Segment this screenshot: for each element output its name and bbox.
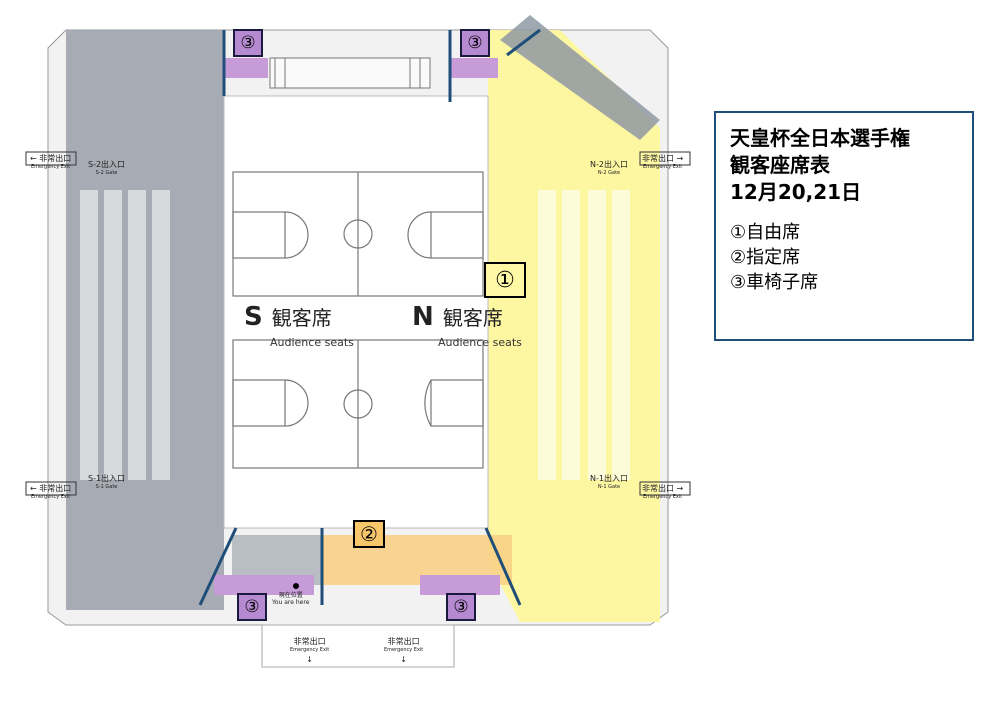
stairs [269, 57, 431, 89]
legend-title-line1: 天皇杯全日本選手権 [730, 126, 910, 150]
south-area-sub: Audience seats [270, 336, 354, 349]
wheelchair-area-n-bottom [420, 575, 500, 595]
south-letter: S [244, 302, 263, 332]
venue-map [25, 15, 691, 668]
north-area-label: N 観客席 [412, 302, 503, 332]
north-letter: N [412, 302, 434, 332]
south-seat-blocks [80, 190, 170, 480]
north-gray-corner [500, 15, 660, 140]
legend-box: 天皇杯全日本選手権 観客座席表 12月20,21日 ①自由席 ②指定席 ③車椅子… [714, 111, 974, 341]
badge-wheelchair-s-bottom: ③ [237, 593, 267, 621]
legend-title: 天皇杯全日本選手権 観客座席表 12月20,21日 [730, 125, 958, 206]
badge-reserved-seat: ② [353, 520, 385, 548]
legend-item-reserved: ②指定席 [730, 247, 801, 268]
court-bottom [232, 339, 484, 469]
north-seat-blocks [538, 190, 630, 480]
badge-free-seat: ① [484, 262, 526, 298]
wheelchair-area-s-bottom [214, 575, 314, 595]
badge-wheelchair-n-bottom: ③ [446, 593, 476, 621]
badge-wheelchair-s-top: ③ [233, 29, 263, 57]
south-label-text: 観客席 [271, 306, 332, 330]
legend-items: ①自由席 ②指定席 ③車椅子席 [730, 220, 958, 295]
emergency-exit-east-top: 非常出口 →Emergency Exit [642, 154, 684, 170]
north-area-sub: Audience seats [438, 336, 522, 349]
current-position-dot [293, 583, 299, 589]
exit-arrows [25, 151, 691, 496]
wheelchair-area-n-top [450, 58, 498, 78]
north-label-text: 観客席 [442, 306, 503, 330]
wheelchair-area-s-top [222, 58, 268, 78]
south-area-label: S 観客席 [244, 302, 332, 332]
bottom-corridor [261, 624, 455, 668]
badge-wheelchair-n-top: ③ [460, 29, 490, 57]
legend-title-line2: 観客座席表 [730, 153, 830, 177]
divider-lines [198, 28, 541, 606]
legend-item-wheelchair: ③車椅子席 [730, 272, 819, 293]
court-top [232, 171, 484, 297]
legend-item-free: ①自由席 [730, 222, 801, 243]
emergency-exit-east-bottom: 非常出口 →Emergency Exit [642, 484, 684, 500]
legend-title-line3: 12月20,21日 [730, 180, 862, 204]
